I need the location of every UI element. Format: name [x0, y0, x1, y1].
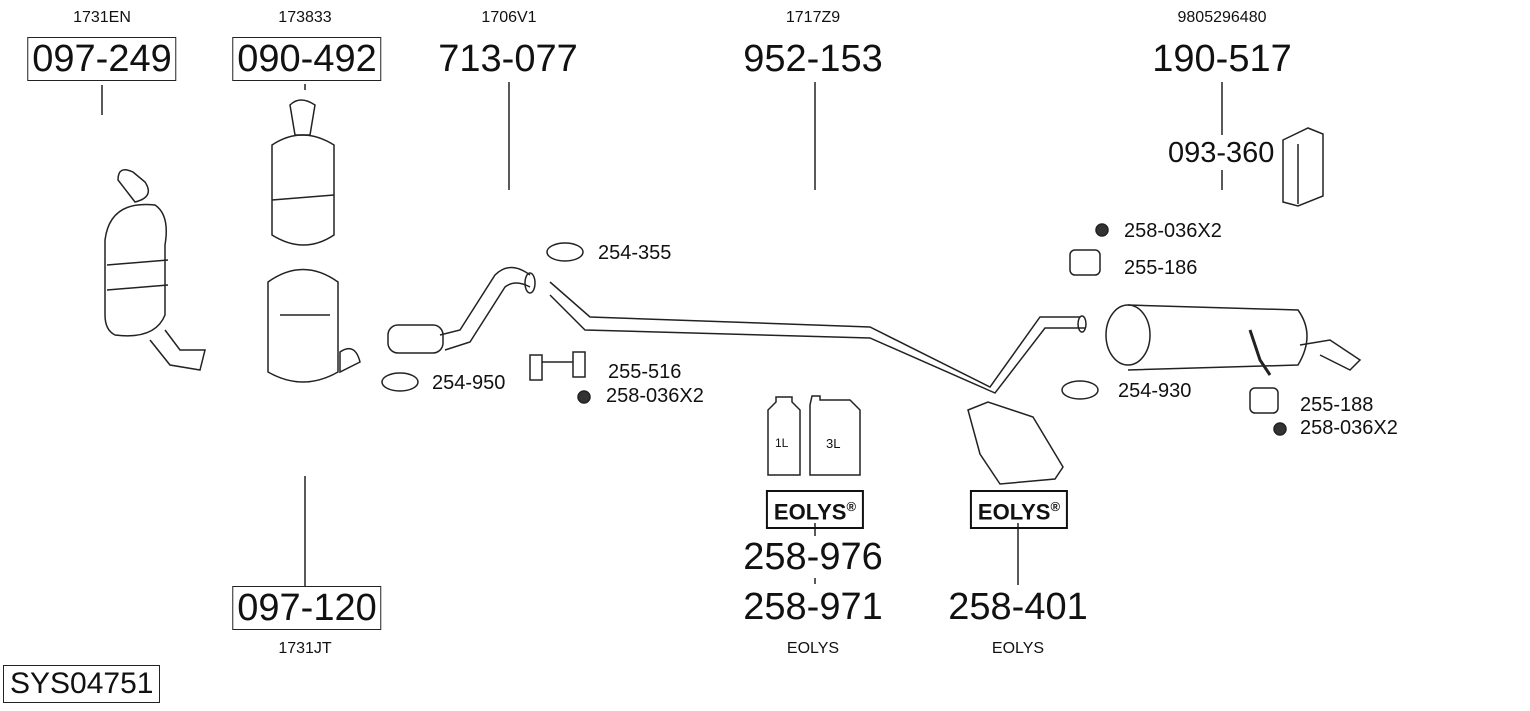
nut-icons [577, 223, 1287, 436]
eolys-bag [967, 401, 1064, 485]
bottle-label: 3L [826, 436, 841, 451]
front-pipe [387, 266, 536, 354]
clamp-254-930-icon [1061, 380, 1099, 400]
clamp-number[interactable]: 254-930 [1118, 380, 1192, 402]
oem-number: 1731JT [278, 640, 332, 657]
catalytic-converter-1 [104, 169, 206, 371]
system-code: SYS04751 [3, 665, 161, 703]
leader-lines [101, 82, 1223, 586]
clamp-number[interactable]: 254-950 [432, 372, 506, 394]
rear-muffler [1105, 304, 1362, 376]
eolys-logo: EOLYS® [765, 490, 865, 530]
clamp-254-950-icon [381, 372, 419, 392]
nut-number[interactable]: 258-036X2 [1124, 220, 1222, 242]
eolys-bottles [767, 395, 861, 476]
part-number[interactable]: 258-401 [948, 586, 1088, 628]
part-number[interactable]: 190-517 [1152, 38, 1292, 80]
hanger-255-188-icon [1249, 387, 1279, 414]
oem-number: 173833 [278, 9, 332, 26]
middle-pipe [549, 281, 1087, 394]
eolys-logo: EOLYS® [969, 490, 1069, 530]
eolys-caption: EOLYS [991, 640, 1045, 657]
diesel-particulate-filter [267, 99, 361, 383]
part-number[interactable]: 097-120 [232, 586, 382, 630]
mounting-kit-number[interactable]: 093-360 [1168, 137, 1275, 169]
clamp-254-355-icon [546, 242, 584, 262]
oem-number: 1706V1 [481, 9, 537, 26]
part-number[interactable]: 090-492 [232, 37, 382, 81]
oem-number: 1717Z9 [785, 9, 841, 26]
mounting-kit-box [1282, 127, 1324, 207]
part-number[interactable]: 952-153 [743, 38, 883, 80]
hanger-number[interactable]: 255-516 [608, 361, 682, 383]
bottle-label: 1L [775, 436, 789, 450]
oem-number: 9805296480 [1177, 9, 1267, 26]
eolys-caption: EOLYS [786, 640, 840, 657]
hanger-255-516-icon [529, 351, 586, 381]
oem-number: 1731EN [73, 9, 131, 26]
hanger-number[interactable]: 255-188 [1300, 394, 1374, 416]
part-number[interactable]: 258-971 [743, 586, 883, 628]
hanger-number[interactable]: 255-186 [1124, 257, 1198, 279]
hanger-255-186-icon [1069, 249, 1101, 276]
part-number[interactable]: 258-976 [743, 536, 883, 578]
part-number[interactable]: 097-249 [27, 37, 177, 81]
nut-number[interactable]: 258-036X2 [606, 385, 704, 407]
clamp-number[interactable]: 254-355 [598, 242, 672, 264]
nut-number[interactable]: 258-036X2 [1300, 417, 1398, 439]
part-number[interactable]: 713-077 [438, 38, 578, 80]
